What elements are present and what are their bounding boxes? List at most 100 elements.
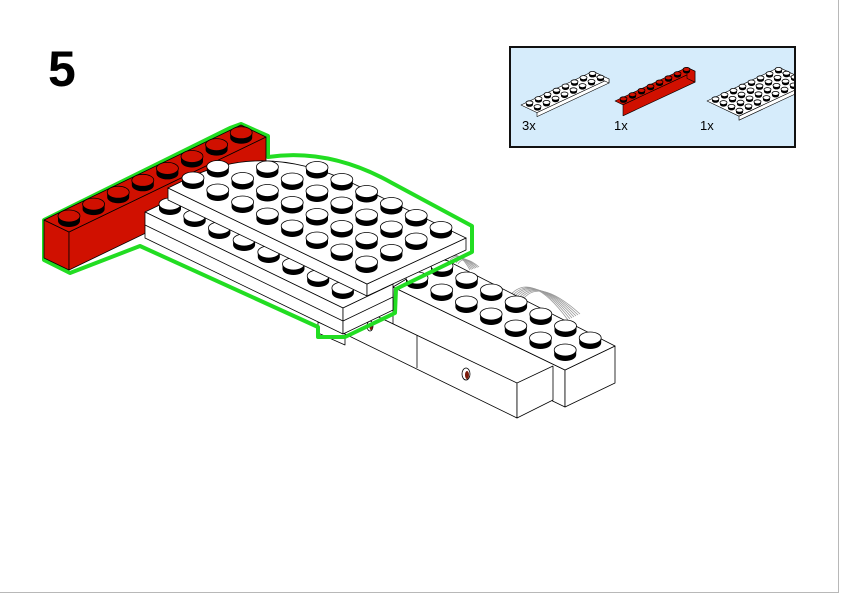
stud-top (772, 83, 781, 88)
stud (551, 95, 560, 103)
stud (404, 209, 428, 227)
stud-top (305, 161, 329, 174)
stud (305, 161, 329, 179)
stud (543, 92, 552, 99)
stud (637, 88, 646, 95)
stud (570, 79, 579, 86)
parts-list-callout: 3x 1x 1x (509, 46, 796, 148)
parts-illustrations (520, 66, 794, 121)
stud-top (711, 96, 720, 102)
stud (542, 100, 551, 107)
stud (330, 220, 354, 238)
stud (746, 87, 755, 94)
stud (772, 83, 781, 90)
stud (255, 160, 279, 178)
stud (762, 95, 771, 102)
stud-top (744, 103, 753, 109)
stud (479, 283, 503, 301)
stud-top (280, 219, 304, 233)
stud-top (305, 231, 329, 245)
stud (753, 99, 762, 106)
stud-top (781, 78, 790, 84)
stud-top (529, 331, 552, 345)
stud (330, 196, 354, 214)
stud-top (525, 100, 534, 106)
part-quantity-plate: 3x (522, 118, 536, 133)
stud-top (305, 208, 329, 221)
stud-top (619, 96, 628, 102)
stud (737, 91, 746, 99)
stud-top (206, 183, 230, 197)
stud (781, 78, 790, 86)
stud-top (330, 173, 354, 186)
stud (180, 150, 204, 168)
stud (479, 307, 503, 325)
stud-top (587, 79, 596, 84)
stud-top (727, 104, 736, 109)
stud (646, 83, 655, 91)
stud (588, 70, 597, 78)
stud (305, 231, 329, 249)
stud-top (745, 95, 754, 101)
stud (280, 196, 304, 214)
stud-top (529, 307, 553, 321)
stud (771, 91, 780, 98)
stud-top (280, 196, 304, 209)
stud (682, 66, 691, 74)
stud-top (763, 87, 772, 92)
stud (533, 104, 542, 111)
stud-top (280, 172, 304, 186)
stud (756, 75, 765, 82)
stud (596, 74, 605, 82)
stud-top (561, 83, 570, 89)
stud (754, 91, 763, 98)
stud-top (719, 100, 728, 105)
stud-top (542, 100, 551, 105)
stud-top (553, 343, 577, 357)
stud-top (155, 161, 179, 175)
stud (231, 195, 255, 213)
stud-top (655, 79, 664, 85)
stud-top (355, 232, 379, 245)
base-brick-end-face (516, 365, 554, 419)
stud (763, 87, 772, 94)
stud-top (330, 243, 354, 257)
stud-top (82, 197, 105, 211)
stud-top (664, 75, 673, 81)
stud-top (765, 71, 774, 77)
stud-top (755, 83, 764, 89)
axle-hole-inner (465, 371, 469, 379)
stud (578, 331, 602, 349)
stud (561, 83, 570, 90)
stud-top (771, 91, 780, 96)
plate-seam (144, 224, 344, 322)
stud-top (479, 307, 503, 321)
stud (619, 96, 628, 103)
stud (330, 173, 354, 191)
stud-top (355, 255, 379, 269)
stud (554, 319, 577, 337)
stud-top (255, 184, 279, 197)
stud (764, 79, 773, 86)
stud-top (57, 209, 81, 223)
stud-top (673, 71, 682, 77)
stud (587, 79, 596, 86)
stud (181, 171, 205, 189)
stud-top (554, 319, 577, 333)
stud-top (534, 96, 543, 101)
stud-top (728, 96, 737, 101)
mini-plate-2x8 (520, 70, 610, 117)
stud (727, 104, 736, 111)
stud-top (747, 79, 756, 85)
stud (355, 232, 379, 250)
stud-top (430, 283, 454, 297)
part-quantity-round-plate: 1x (700, 118, 714, 133)
stud-top (106, 185, 130, 199)
stud-top (231, 172, 255, 185)
stud (560, 91, 569, 98)
cable-strand (457, 259, 480, 268)
stud-top (754, 91, 763, 97)
stud (504, 319, 528, 337)
stud (719, 100, 728, 107)
